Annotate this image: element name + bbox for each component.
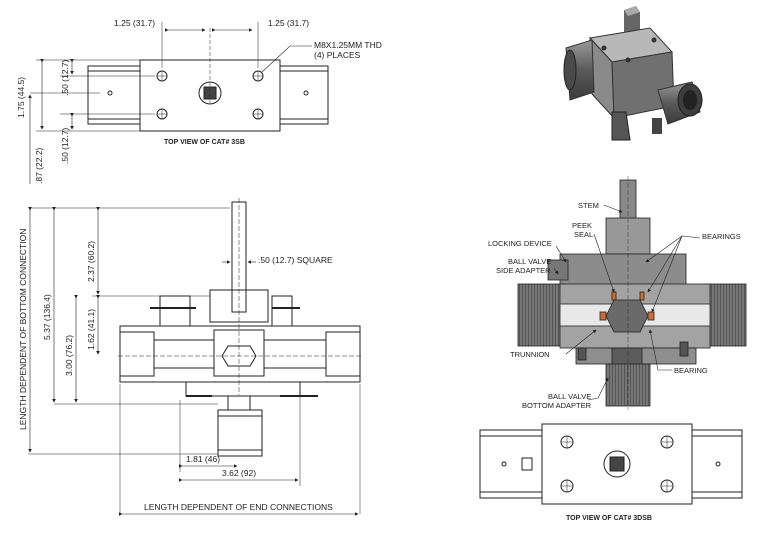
label-bottom-adapter-1: BALL VALVE bbox=[548, 392, 591, 401]
valve-3d-rendering bbox=[563, 6, 703, 141]
caption-3sb: TOP VIEW OF CAT# 3SB bbox=[164, 139, 245, 146]
label-end-connections: LENGTH DEPENDENT OF END CONNECTIONS bbox=[144, 502, 333, 512]
dim-537: 5.37 (136.4) bbox=[42, 294, 52, 340]
label-peek-seal-1: PEEK bbox=[572, 221, 592, 230]
dim-top-right: 1.25 (31.7) bbox=[268, 18, 309, 28]
top-view-3sb bbox=[28, 22, 329, 184]
dim-square: .50 (12.7) SQUARE bbox=[258, 255, 333, 265]
label-peek-seal-2: SEAL bbox=[574, 230, 593, 239]
thread-note-1: M8X1.25MM THD bbox=[314, 40, 382, 50]
dim-362: 3.62 (92) bbox=[222, 468, 256, 478]
main-body bbox=[119, 325, 361, 383]
thread-note-2: (4) PLACES bbox=[314, 50, 361, 60]
front-view bbox=[28, 198, 362, 516]
dim-300: 3.00 (76.2) bbox=[64, 335, 74, 376]
section-leaders bbox=[553, 204, 701, 401]
dim-top-left: 1.25 (31.7) bbox=[114, 18, 155, 28]
dim-v-050-top: .50 (12.7) bbox=[60, 59, 70, 96]
caption-3dsb: TOP VIEW OF CAT# 3DSB bbox=[566, 515, 652, 522]
label-side-adapter-1: BALL VALVE bbox=[508, 257, 551, 266]
label-bottom-adapter-2: BOTTOM ADAPTER bbox=[522, 401, 592, 410]
label-stem: STEM bbox=[578, 201, 599, 210]
right-end-body bbox=[279, 65, 329, 125]
label-bottom-connection: LENGTH DEPENDENT OF BOTTOM CONNECTION bbox=[18, 229, 28, 430]
dim-v-087: .87 (22.2) bbox=[34, 147, 44, 184]
dim-181: 1.81 (46) bbox=[186, 454, 220, 464]
left-end-body bbox=[87, 65, 141, 125]
top-view-3dsb bbox=[479, 423, 743, 505]
stem-circle bbox=[603, 450, 631, 478]
section-view bbox=[517, 176, 747, 410]
bottom-adapter bbox=[217, 409, 263, 457]
dim-237: 2.37 (60.2) bbox=[86, 241, 96, 282]
label-side-adapter-2: SIDE ADAPTER bbox=[496, 266, 551, 275]
section-bottom-adapter bbox=[605, 363, 651, 407]
dim-162: 1.62 (41.1) bbox=[86, 309, 96, 350]
dim-v-050-bottom: .50 (12.7) bbox=[60, 127, 70, 164]
dim-v-175: 1.75 (44.5) bbox=[16, 77, 26, 118]
label-bearing: BEARING bbox=[674, 366, 708, 375]
label-locking-device: LOCKING DEVICE bbox=[488, 239, 552, 248]
label-bearings: BEARINGS bbox=[702, 232, 741, 241]
label-trunnion: TRUNNION bbox=[510, 350, 550, 359]
